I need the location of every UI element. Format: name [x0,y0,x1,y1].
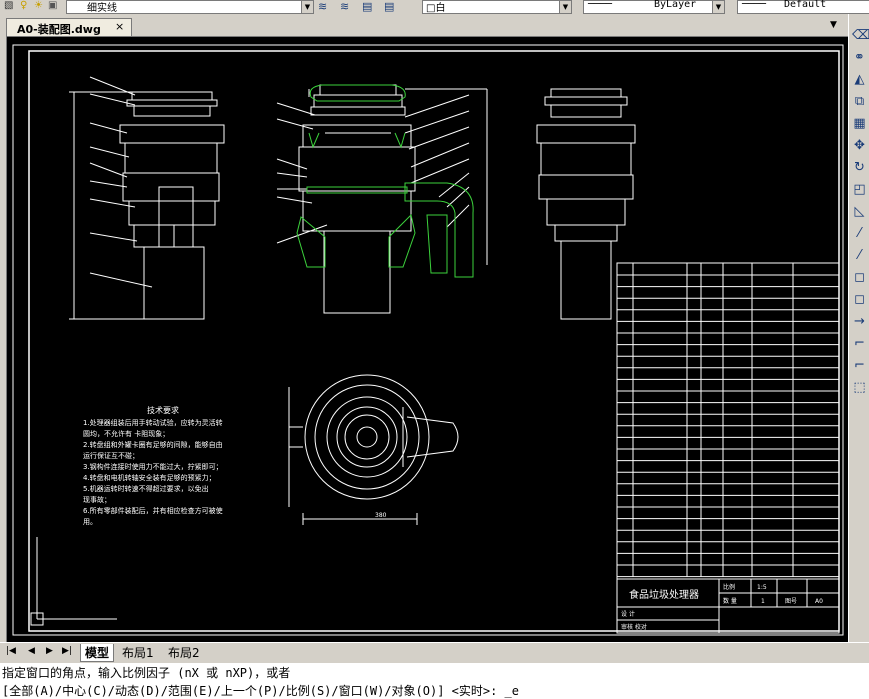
make-current-icon[interactable]: ≋ [318,0,328,13]
mirror-icon[interactable]: ◭ [854,72,865,87]
tech-line: 运行保证互不碰； [83,451,139,460]
drawing-title: 食品垃圾处理器 [629,588,699,601]
tech-line: 6.所有零部件装配后，并有相应检查方可被使 [83,506,223,515]
trim-icon[interactable]: ⁄ [858,226,861,241]
ucs-axis-icon [30,537,117,626]
linetype-dropdown[interactable]: ──── ByLayer ▼ [583,0,725,14]
sheet-label: 图号 [785,598,797,605]
plotstyle-value: Default [784,0,827,10]
tech-line: 1.处理器组装后用手转动试验，应转为灵活转 [83,418,223,427]
tech-line: 4.转盘和电机转轴安全装有足够的预紧力； [83,473,216,482]
layer-dropdown[interactable]: 细实线 ▼ [66,0,314,14]
drawing-canvas[interactable]: 技术要求 1.处理器组装后用手转动试验，应转为灵活转 圆均，不允许有 卡阻现象；… [6,36,850,644]
tech-line: 用。 [83,518,97,526]
layout-tab-bar: |◀ ◀ ▶ ▶| 模型 布局1 布局2 [0,642,869,663]
chevron-down-icon[interactable]: ▼ [830,20,837,30]
chevron-down-icon[interactable]: ▼ [712,1,724,13]
qty-label: 数 量 [723,597,737,605]
layer-icon[interactable]: ▧ [4,0,14,11]
cad-drawing: 技术要求 1.处理器组装后用手转动试验，应转为灵活转 圆均，不允许有 卡阻现象；… [12,44,844,636]
tech-line: 2.转盘组和外罐卡圈有足够的间隙，能够自由 [83,440,223,449]
lightbulb-icon[interactable]: ♀ [20,0,28,11]
design-label: 设 计 [621,610,635,618]
tech-line: 圆均，不允许有 卡阻现象； [83,429,169,438]
break-icon[interactable]: ◻ [854,270,865,285]
layer-toolbar: ▧ ♀ ☀ ▣ 细实线 ▼ ≋ ≋ ▤ ▤ □白 ▼ ──── ByLayer … [0,0,869,15]
fillet-icon[interactable]: ⌐ [854,358,865,373]
color-dropdown[interactable]: □白 ▼ [422,0,572,14]
document-tab-title: A0-装配图.dwg [17,23,101,36]
next-tab-icon[interactable]: ▶ [46,646,53,656]
layer-state-icon[interactable]: ▤ [362,0,373,13]
center-section-view [276,84,488,314]
command-history: 指定窗口的角点，输入比例因子 (nX 或 nXP)，或者 [0,663,869,681]
outer-border [12,44,844,636]
command-prompt-text: [全部(A)/中心(C)/动态(D)/范围(E)/上一个(P)/比例(S)/窗口… [2,684,519,698]
close-icon[interactable]: × [115,20,125,33]
layer-previous-icon[interactable]: ≋ [340,0,350,13]
section-hatch [296,84,474,278]
extend-icon[interactable]: ⁄ [858,248,861,263]
array-icon[interactable]: ▦ [853,116,866,131]
chevron-down-icon[interactable]: ▼ [301,1,313,13]
sun-icon[interactable]: ☀ [34,0,43,11]
left-view [69,76,225,320]
chevron-down-icon[interactable]: ▼ [559,1,571,13]
first-tab-icon[interactable]: |◀ [6,646,16,656]
erase-icon[interactable]: ⌫ [852,28,869,43]
scale-icon[interactable]: ◰ [853,182,866,197]
3d-box-icon[interactable]: ⬚ [853,380,866,395]
copy-icon[interactable]: ⚭ [854,50,865,65]
document-tab-strip: A0-装配图.dwg × ▼ [0,14,848,37]
tech-heading: 技术要求 [147,405,179,415]
layer-name: 细实线 [87,3,117,14]
prev-tab-icon[interactable]: ◀ [28,646,35,656]
tech-line: 现事故； [83,495,111,504]
command-history-text: 指定窗口的角点，输入比例因子 (nX 或 nXP)，或者 [2,666,291,680]
color-value: □白 [426,3,446,14]
plotstyle-dropdown[interactable]: ──── Default [737,0,869,14]
modify-toolbar: ⌫ ⚭ ◭ ⧉ ▦ ✥ ↻ ◰ ◺ ⁄ ⁄ ◻ ◻ → ⌐ ⌐ ⬚ [848,14,869,642]
rotate-icon[interactable]: ↻ [854,160,865,175]
stretch-icon[interactable]: ◺ [854,204,865,219]
tech-line: 3.钢构件连接时使用力不能过大，拧紧即可； [83,462,223,471]
top-view [288,374,459,525]
tab-layout1[interactable]: 布局1 [122,646,154,660]
tech-requirements: 1.处理器组装后用手转动试验，应转为灵活转 圆均，不允许有 卡阻现象； 2.转盘… [83,418,223,526]
explode-icon[interactable]: → [854,314,865,329]
right-view [536,88,636,320]
move-icon[interactable]: ✥ [854,138,865,153]
scale-label: 比例 [723,583,735,591]
tech-line: 5.机器运转时转速不得超过要求，以免出 [83,484,209,493]
chamfer-icon[interactable]: ⌐ [854,336,865,351]
qty-value: 1 [761,598,765,605]
offset-icon[interactable]: ⧉ [854,94,865,109]
command-line[interactable]: [全部(A)/中心(C)/动态(D)/范围(E)/上一个(P)/比例(S)/窗口… [0,681,869,699]
document-tab[interactable]: A0-装配图.dwg × [6,18,132,37]
tab-layout2[interactable]: 布局2 [168,646,200,660]
dimension-label: 380 [375,512,387,519]
join-icon[interactable]: ◻ [854,292,865,307]
inner-border [28,50,840,632]
bom-table [616,262,840,634]
check-label: 审核 校对 [621,623,647,631]
tab-model[interactable]: 模型 [80,644,115,662]
lock-icon[interactable]: ▣ [48,0,58,11]
scale-value: 1:5 [757,584,767,591]
bom-row-lines [617,274,839,578]
sheet-value: A0 [815,598,823,605]
last-tab-icon[interactable]: ▶| [62,646,72,656]
linetype-value: ByLayer [654,0,697,10]
layer-tool-icon[interactable]: ▤ [384,0,395,13]
